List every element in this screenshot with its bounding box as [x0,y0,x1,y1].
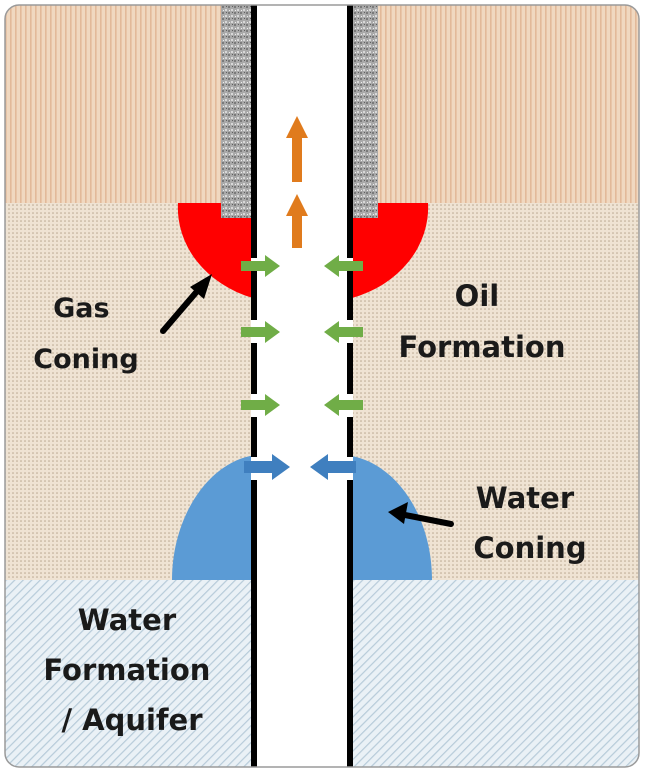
casing-left [251,5,257,767]
green-arrow-icon [324,321,363,343]
orange-up-arrow-icon [286,116,308,182]
cement-left [221,5,251,218]
gas-coning-label: Gas Coning [33,293,138,375]
green-arrow-icon [241,321,280,343]
cement-right [353,5,378,218]
water-coning-label: Water Coning [473,481,586,565]
green-arrow-icon [241,255,280,277]
wellbore [251,5,353,767]
black-pointer-arrow-icon [160,274,212,334]
casing-right [347,5,353,767]
water-formation-label: Water Formation / Aquifer [43,603,220,737]
diagram-frame [4,4,640,768]
green-arrow-icon [324,255,363,277]
green-arrow-icon [324,394,363,416]
blue-arrow-icon [244,454,290,480]
orange-up-arrow-icon [286,194,308,248]
black-pointer-arrow-icon [388,502,454,527]
oil-formation-label: Oil Formation [398,279,565,364]
blue-arrow-icon [310,454,356,480]
green-arrow-icon [241,394,280,416]
